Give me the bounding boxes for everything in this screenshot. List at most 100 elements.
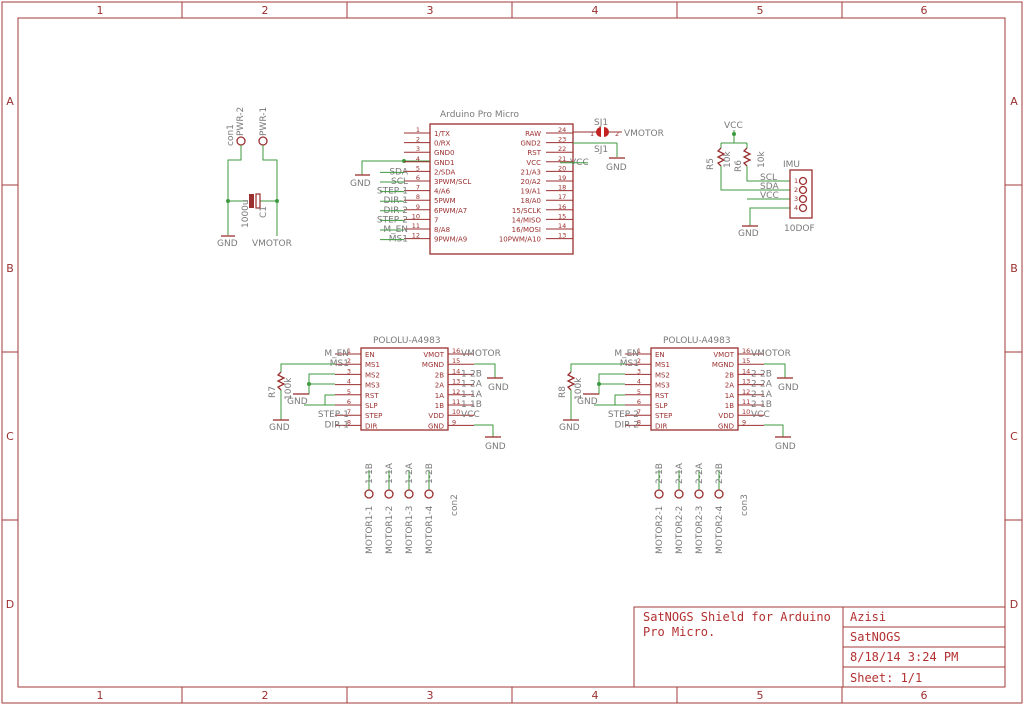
driver-pin-label-rst: RST bbox=[655, 392, 669, 400]
date-field: 8/18/14 3:24 PM bbox=[850, 650, 958, 664]
driver-pin-label-mgnd: MGND bbox=[712, 361, 734, 369]
grid-col-5: 5 bbox=[757, 4, 764, 17]
grid-col-6: 6 bbox=[921, 4, 928, 17]
motor-pin-motor1-4: MOTOR1-4 bbox=[425, 505, 435, 554]
driver-net-ms1: MS1 bbox=[330, 359, 349, 369]
pwr-1-pad[interactable] bbox=[258, 136, 268, 146]
grid-col-3-bottom: 3 bbox=[427, 689, 434, 702]
motor-pad-motor2-3[interactable] bbox=[694, 489, 704, 499]
driver-net-step-2: STEP-2 bbox=[608, 410, 639, 420]
motor-pin-motor1-3: MOTOR1-3 bbox=[405, 506, 415, 554]
driver-pin-num-6: 6 bbox=[347, 398, 351, 406]
imu-pin-4[interactable] bbox=[798, 203, 808, 213]
driver-pin-label-1a: 1A bbox=[725, 392, 734, 400]
driver-net-dir-2: DIR-2 bbox=[615, 420, 639, 430]
driver-net-step-1: STEP-1 bbox=[318, 410, 349, 420]
motor-pad-motor2-2[interactable] bbox=[674, 489, 684, 499]
driver-net-2-2b: 2-2B bbox=[751, 369, 772, 379]
solder-jumper-sj1[interactable]: SJ1 1 2 VMOTOR SJ1 GND bbox=[573, 118, 664, 173]
driver-pin-label-ms1: MS1 bbox=[365, 361, 380, 369]
motor1-connector[interactable]: 1-1BMOTOR1-11-1AMOTOR1-21-2AMOTOR1-31-2B… bbox=[364, 462, 460, 554]
arduino-name: Arduino Pro Micro bbox=[440, 110, 520, 120]
motor-net-2-2a: 2-2A bbox=[695, 462, 705, 484]
sj1-pin1: 1 bbox=[590, 130, 594, 138]
driver-pin-label-2a: 2A bbox=[725, 382, 734, 390]
imu-value: 10DOF bbox=[784, 224, 815, 234]
driver-pin-num-13: 13 bbox=[742, 378, 750, 386]
motor-pad-motor1-1[interactable] bbox=[364, 489, 374, 499]
imu-pin-2[interactable] bbox=[798, 185, 808, 195]
driver-pin-num-5: 5 bbox=[347, 388, 351, 396]
arduino-pin-num-17: 17 bbox=[558, 193, 566, 201]
motor-pin-motor1-2: MOTOR1-2 bbox=[385, 506, 395, 554]
motor-pad-motor1-4[interactable] bbox=[424, 489, 434, 499]
driver-pin-num-11: 11 bbox=[452, 398, 460, 406]
driver-pin-num-2: 2 bbox=[347, 357, 351, 365]
driver-net-1-1a: 1-1A bbox=[461, 390, 483, 400]
driver-pin-label-1b: 1B bbox=[435, 402, 444, 410]
imu-pin-3[interactable] bbox=[798, 194, 808, 204]
arduino-pin-label-gnd0: GND0 bbox=[434, 149, 455, 157]
arduino-pin-num-6: 6 bbox=[416, 174, 420, 182]
driver-pin-num-13: 13 bbox=[452, 378, 460, 386]
motor-pad-motor1-2[interactable] bbox=[384, 489, 394, 499]
driver-pin-label-ms1: MS1 bbox=[655, 361, 670, 369]
motor2-connector[interactable]: 2-1BMOTOR2-12-1AMOTOR2-22-2AMOTOR2-32-2B… bbox=[654, 462, 750, 554]
driver-pin-label-gnd: GND bbox=[718, 422, 734, 430]
motor-net-2-1a: 2-1A bbox=[675, 462, 685, 484]
driver-pin-label-slp: SLP bbox=[655, 402, 668, 410]
power-input-group: con1 PWR-2 PWR-1 1000u C1 GND VMOTOR bbox=[217, 107, 292, 249]
arduino-pin-num-19: 19 bbox=[558, 174, 566, 182]
grid-row-c-right: C bbox=[1010, 430, 1018, 443]
driver-pin-label-2b: 2B bbox=[435, 371, 444, 379]
driver-net-m-en: M_EN bbox=[324, 349, 349, 359]
motor-pad-motor2-1[interactable] bbox=[654, 489, 664, 499]
driver-pin-num-3: 3 bbox=[637, 367, 641, 375]
arduino-pin-label-21-a3: 21/A3 bbox=[520, 168, 541, 176]
resistor-r5 bbox=[716, 147, 726, 167]
driver-pin-num-12: 12 bbox=[742, 388, 750, 396]
imu-gnd-label: GND bbox=[738, 229, 759, 239]
pwr-2-pad[interactable] bbox=[236, 136, 246, 146]
imu-vcc-label: VCC bbox=[724, 121, 743, 131]
imu-header[interactable] bbox=[789, 169, 813, 219]
power-vmotor-label: VMOTOR bbox=[252, 239, 292, 249]
arduino-pin-label-rst: RST bbox=[527, 149, 541, 157]
motor-con-name: con3 bbox=[740, 494, 750, 516]
driver-pin-num-15: 15 bbox=[742, 357, 750, 365]
imu-pin-1[interactable] bbox=[798, 176, 808, 186]
grid-row-d-right: D bbox=[1010, 598, 1018, 611]
driver-pin-num-8: 8 bbox=[347, 418, 351, 426]
arduino-pin-label-18-a0: 18/A0 bbox=[520, 197, 541, 205]
driver-pin-label-gnd: GND bbox=[428, 422, 444, 430]
driver-ms-gnd: GND bbox=[577, 397, 598, 407]
motor-pad-motor2-4[interactable] bbox=[714, 489, 724, 499]
resistor-r6 bbox=[742, 147, 752, 167]
driver-pin-num-2: 2 bbox=[637, 357, 641, 365]
sj1-vmotor-label: VMOTOR bbox=[624, 129, 664, 139]
arduino-pin-num-16: 16 bbox=[558, 203, 566, 211]
grid-col-4-bottom: 4 bbox=[592, 689, 599, 702]
power-gnd-label: GND bbox=[217, 239, 238, 249]
arduino-pin-num-14: 14 bbox=[558, 222, 566, 230]
driver-pin-label-slp: SLP bbox=[365, 402, 378, 410]
arduino-pin-label-raw: RAW bbox=[525, 130, 541, 138]
c1-name: C1 bbox=[259, 206, 269, 218]
r6-value: 10k bbox=[757, 151, 767, 168]
driver-pin-num-5: 5 bbox=[637, 388, 641, 396]
grid-col-3: 3 bbox=[427, 4, 434, 17]
driver-ms-gnd: GND bbox=[287, 397, 308, 407]
driver-pin-num-12: 12 bbox=[452, 388, 460, 396]
driver-body bbox=[360, 347, 449, 431]
driver-name: POLOLU-A4983 bbox=[373, 336, 441, 346]
motor-pad-motor1-3[interactable] bbox=[404, 489, 414, 499]
arduino-pin-label-0-rx: 0/RX bbox=[434, 140, 451, 148]
driver-pin-num-14: 14 bbox=[452, 367, 460, 375]
driver-net-1-2b: 1-2B bbox=[461, 369, 482, 379]
imu-pin-num-1: 1 bbox=[794, 177, 798, 185]
